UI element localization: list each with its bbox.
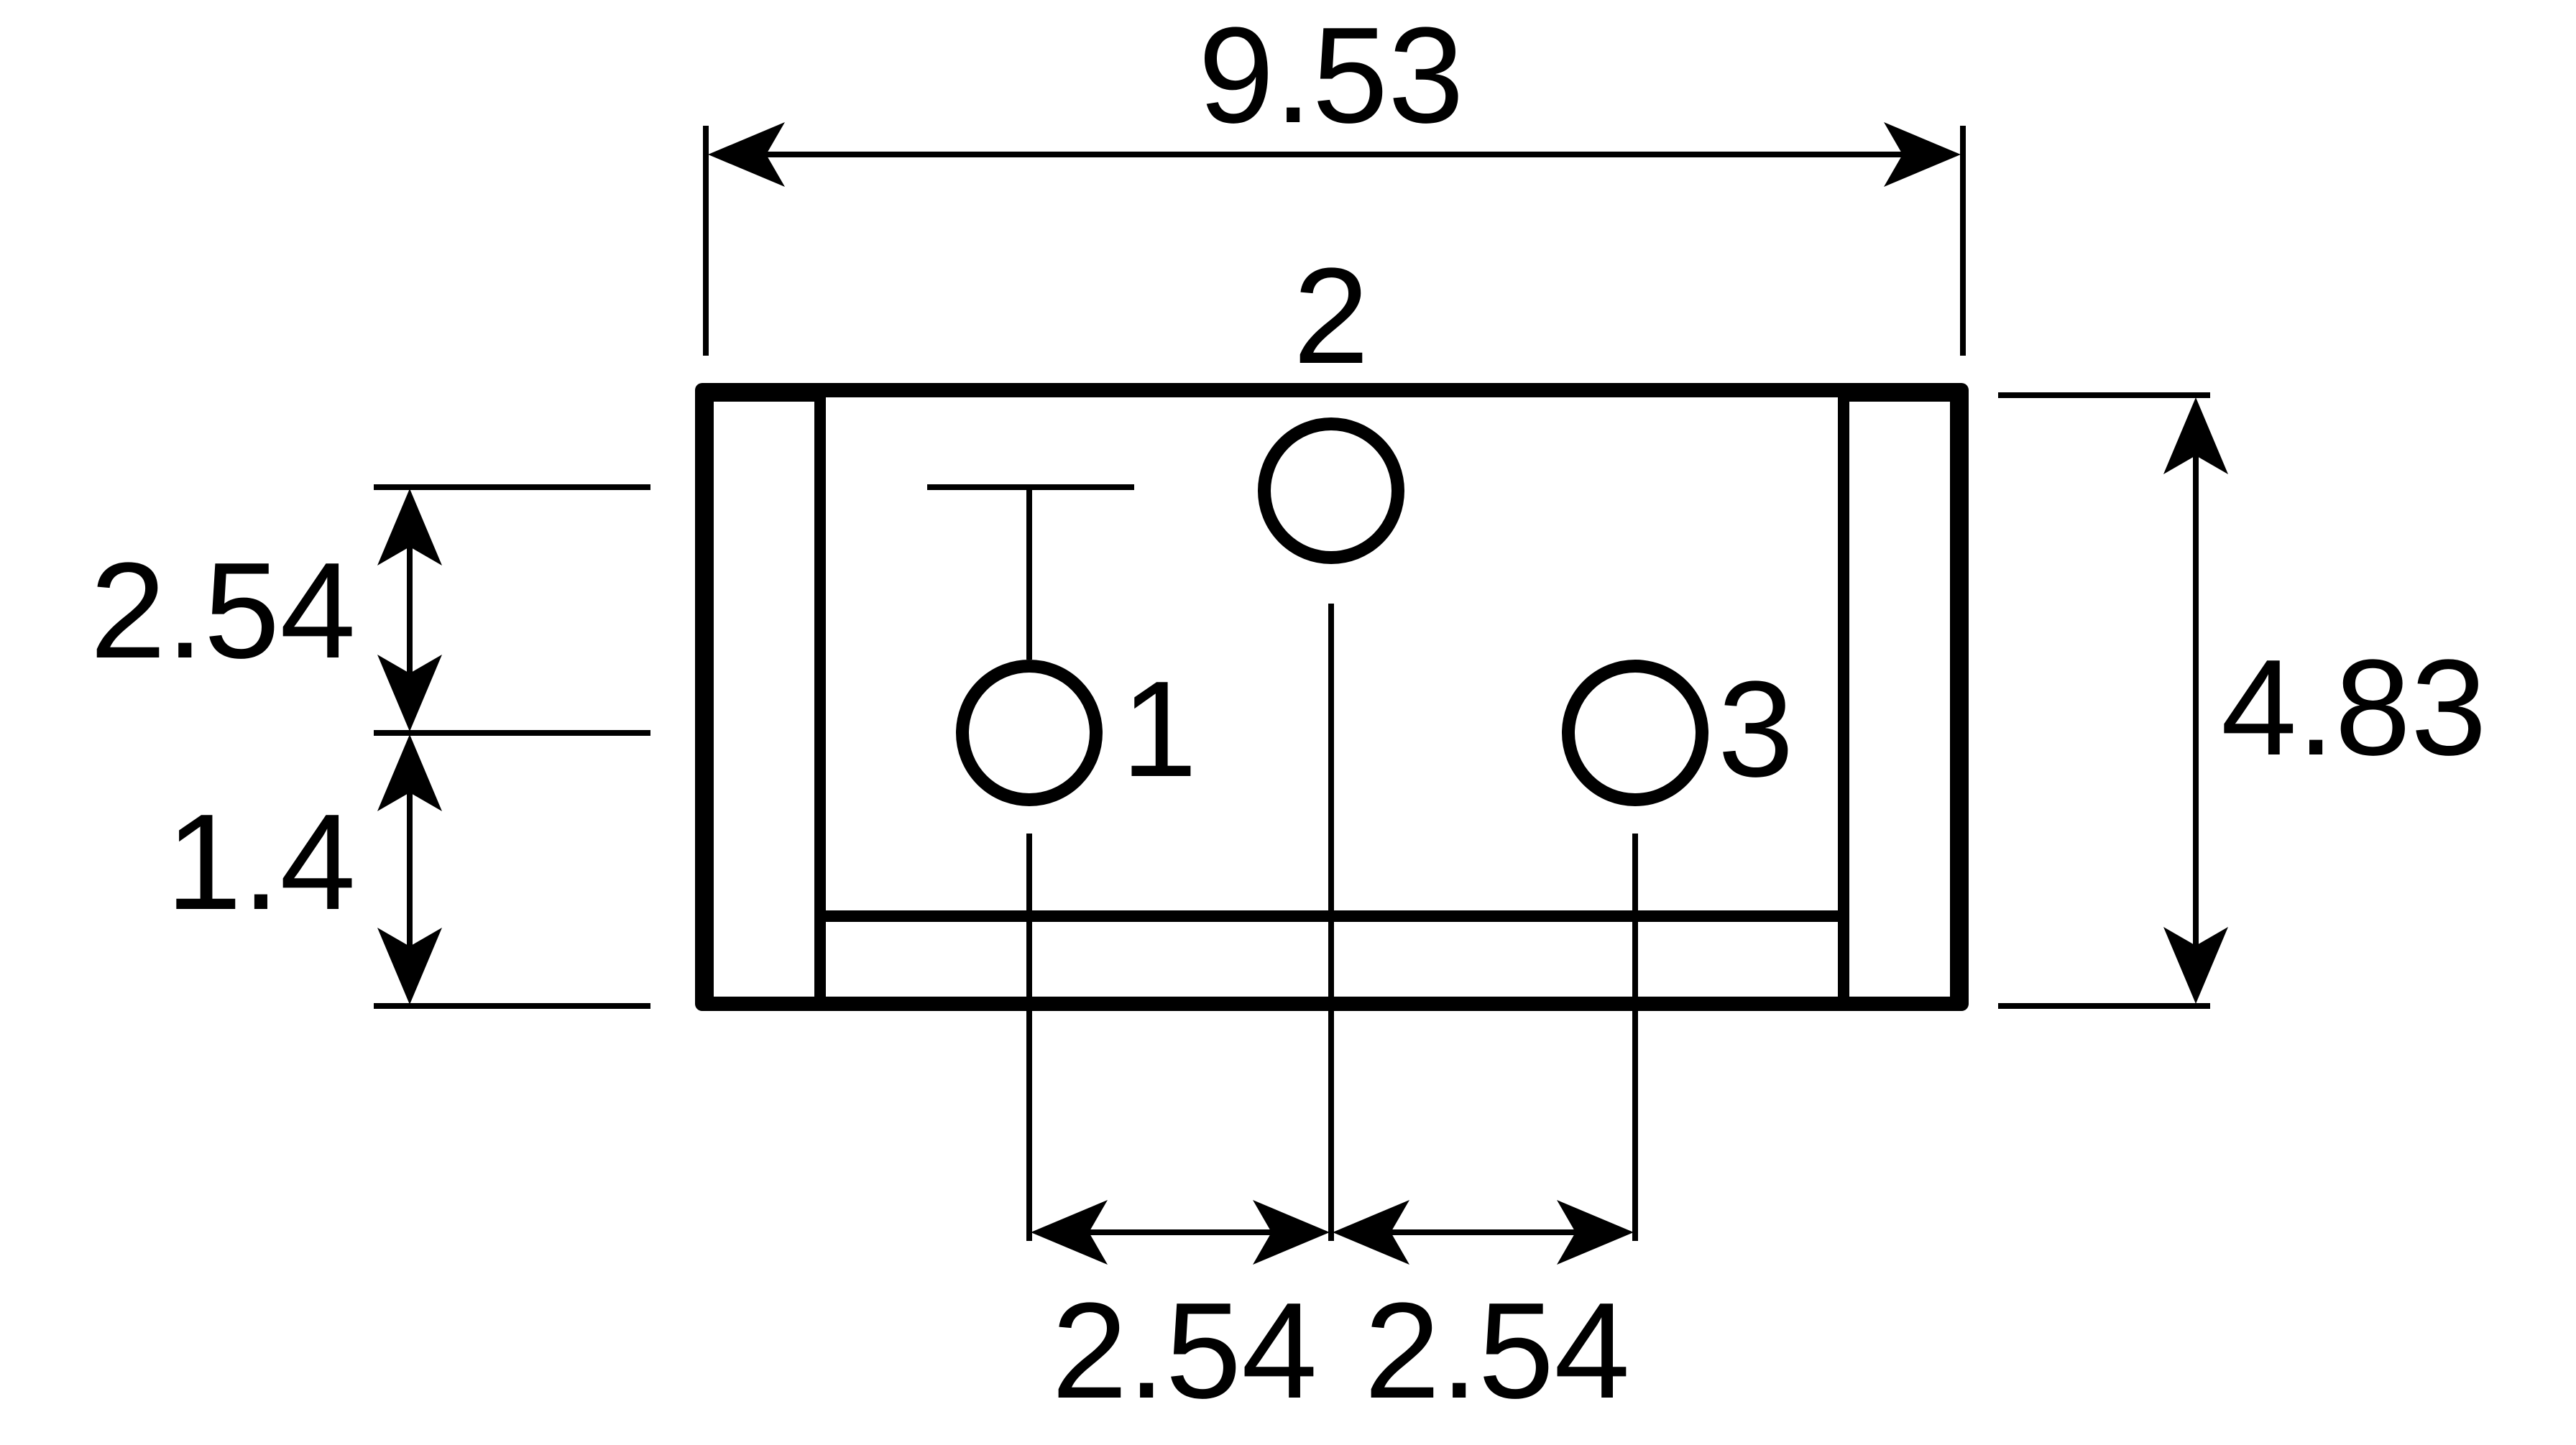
dim-pitch-left-label: 2.54 xyxy=(1052,1275,1317,1427)
dim-overall-width-label: 9.53 xyxy=(1198,0,1464,152)
centerlines xyxy=(927,484,1638,1241)
pin-3-label: 3 xyxy=(1718,653,1794,805)
arrowhead xyxy=(377,655,442,731)
dim-pitch-right-label: 2.54 xyxy=(1364,1275,1630,1427)
pin-3-circle xyxy=(1562,660,1708,806)
dimension-labels: 9.53 4.83 2.54 1.4 2.54 2.54 xyxy=(90,0,2487,1427)
right-flange xyxy=(1838,390,1961,1010)
dim-overall-height-label: 4.83 xyxy=(2221,632,2487,784)
pin-1-circle xyxy=(956,660,1103,806)
arrowhead xyxy=(2163,927,2228,1004)
pin-2-circle xyxy=(1258,417,1404,564)
arrowhead xyxy=(708,122,785,187)
arrowhead xyxy=(1253,1200,1330,1265)
arrowhead xyxy=(377,734,442,811)
dim-pin-row-offset-label: 2.54 xyxy=(90,535,356,687)
pin-labels: 1 2 3 xyxy=(1121,240,1794,805)
arrowhead xyxy=(1884,122,1961,187)
left-flange xyxy=(702,390,826,1010)
arrowhead xyxy=(1031,1200,1108,1265)
arrowhead xyxy=(1557,1200,1634,1265)
pin-2-label: 2 xyxy=(1293,240,1369,392)
pin-1-label: 1 xyxy=(1121,653,1197,805)
pins xyxy=(956,417,1708,806)
arrowhead xyxy=(1333,1200,1409,1265)
dim-pin-row-to-base-label: 1.4 xyxy=(166,786,356,938)
arrowhead xyxy=(377,928,442,1005)
arrowhead xyxy=(2163,397,2228,474)
extension-lines xyxy=(374,126,2210,1009)
arrowheads xyxy=(377,122,2228,1265)
arrowhead xyxy=(377,489,442,565)
